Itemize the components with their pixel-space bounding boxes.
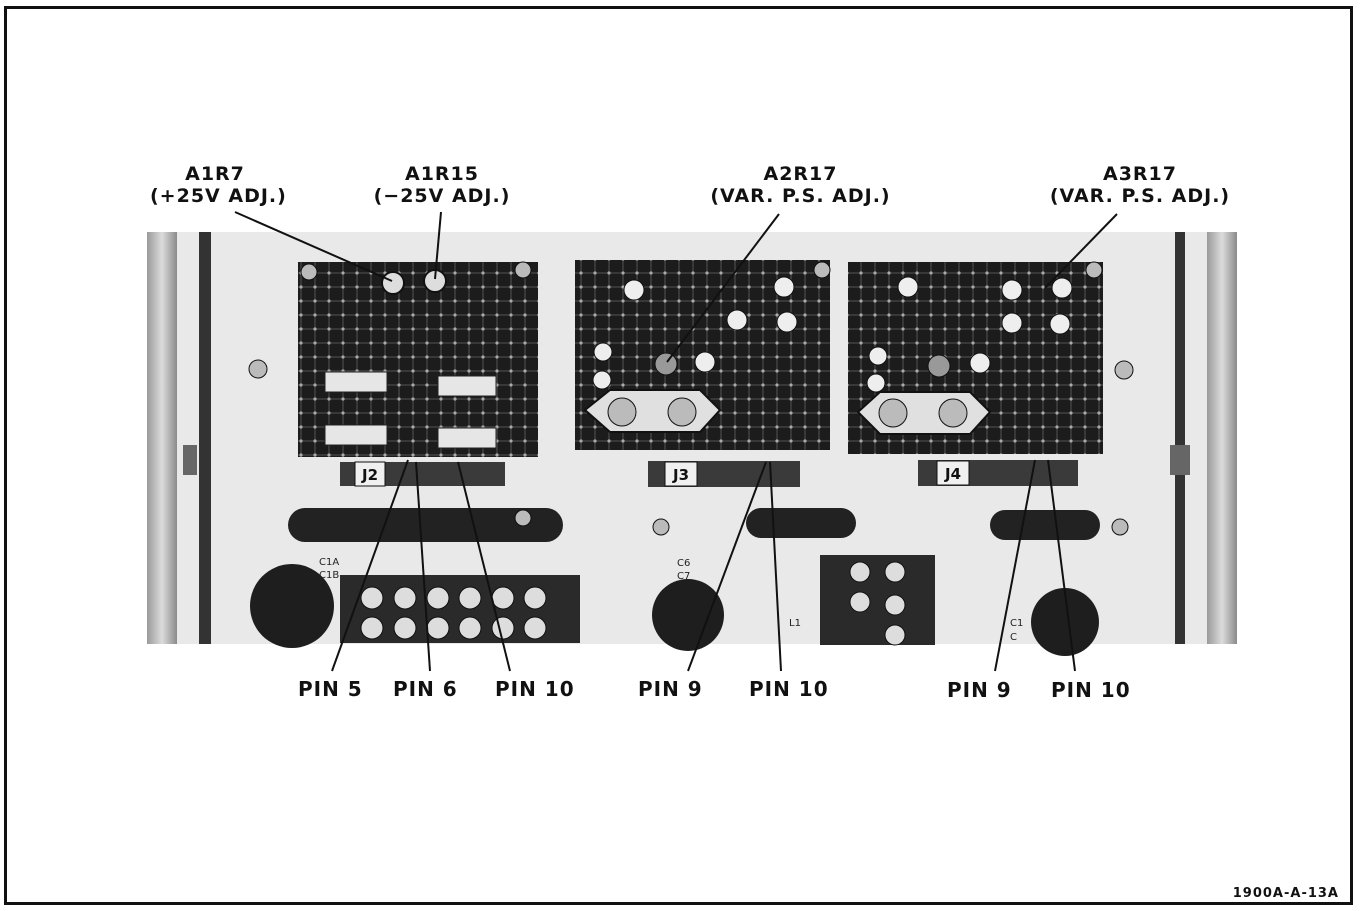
connector-j4-label: J4 (944, 465, 961, 483)
pin-label-pin10-j3: PIN 10 (749, 677, 829, 701)
left-latch (183, 445, 197, 475)
a3r17-pot (927, 354, 951, 378)
left-rail (147, 232, 177, 644)
right-latch (1170, 445, 1190, 475)
slot-middle (746, 508, 856, 538)
leader-lines-pins (331, 459, 1076, 672)
connector-j2-label: J2 (361, 466, 378, 484)
callout-a1r15-desc: (−25V ADJ.) (373, 185, 511, 207)
pin-label-pin6-j2: PIN 6 (393, 677, 458, 701)
callout-a1r7-desc: (+25V ADJ.) (150, 185, 287, 207)
callout-a2r17-name: A2R17 (763, 163, 838, 185)
connector-j3-label: J3 (672, 466, 689, 484)
connector-j3-tag (664, 461, 698, 487)
callout-a2r17: A2R17 (VAR. P.S. ADJ.) (698, 163, 903, 207)
a1r7-pot (381, 271, 405, 295)
callout-a1r7-name: A1R7 (185, 163, 245, 185)
mark-c1: C1 (1010, 618, 1023, 629)
mark-c1b: C1B (319, 570, 339, 581)
mark-c7: C7 (677, 571, 690, 582)
mark-c: C (1010, 632, 1017, 643)
left-rail-edge (199, 232, 211, 644)
mark-c1a: C1A (319, 557, 339, 568)
pin-label-pin10-j2: PIN 10 (495, 677, 575, 701)
callout-a1r15-name: A1R15 (405, 163, 479, 185)
mark-l1: L1 (789, 618, 801, 629)
callout-a3r17-name: A3R17 (1103, 163, 1177, 185)
pcb-a3 (848, 262, 1103, 454)
capacitor-c6 (652, 579, 724, 651)
slot-left (288, 508, 563, 542)
callout-a3r17: A3R17 (VAR. P.S. ADJ.) (1035, 163, 1245, 207)
capacitor-c1 (250, 564, 334, 648)
pcb-a2 (575, 260, 830, 450)
connector-j2-tag (354, 461, 386, 487)
capacitor-c1-right (1031, 588, 1099, 656)
right-rail (1207, 232, 1237, 644)
pin-label-pin9-j4: PIN 9 (947, 678, 1012, 702)
mark-c6: C6 (677, 558, 690, 569)
a2r17-pot (654, 352, 678, 376)
right-rail-edge (1175, 232, 1185, 644)
callout-a1r7: A1R7 (+25V ADJ.) (150, 163, 287, 207)
figure-number: 1900A-A-13A (1232, 886, 1339, 901)
pin-label-pin5-j2: PIN 5 (298, 677, 363, 701)
callout-a2r17-desc: (VAR. P.S. ADJ.) (710, 185, 891, 207)
pin-label-pin10-j4: PIN 10 (1051, 678, 1131, 702)
slot-right (990, 510, 1100, 540)
callout-a3r17-desc: (VAR. P.S. ADJ.) (1049, 185, 1231, 207)
callout-a1r15: A1R15 (−25V ADJ.) (361, 163, 523, 207)
component-board-middle (820, 555, 935, 645)
leader-lines-top (234, 211, 1118, 363)
connector-j4-tag (936, 460, 970, 486)
pin-label-pin9-j3: PIN 9 (638, 677, 703, 701)
pcb-a1 (298, 262, 538, 457)
